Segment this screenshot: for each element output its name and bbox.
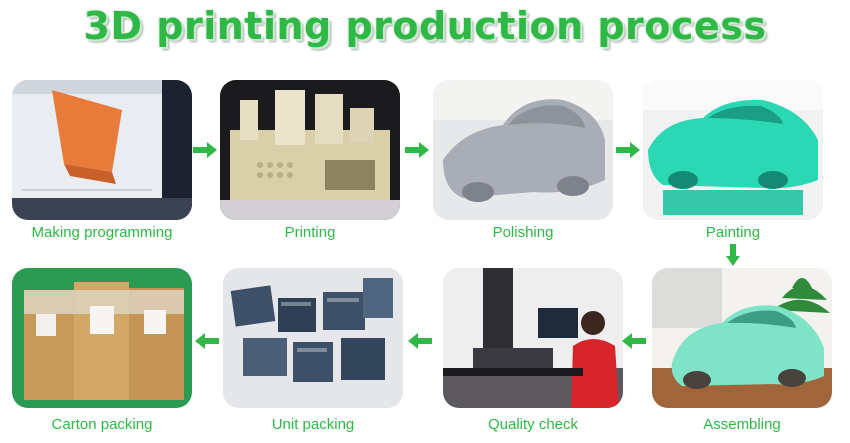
step-label: Unit packing (271, 416, 355, 433)
arrow-down-icon (726, 244, 740, 266)
step-quality-check: Quality check (443, 268, 623, 433)
step-label: Assembling (703, 416, 781, 433)
arrow-right-icon (193, 142, 217, 158)
unit-packing-photo (223, 268, 403, 408)
step-label: Making programming (31, 224, 173, 241)
arrow-left-icon (622, 333, 646, 349)
step-label: Carton packing (51, 416, 153, 433)
step-printing: Printing (220, 80, 400, 241)
step-assembling: Assembling (652, 268, 832, 433)
arrow-left-icon (408, 333, 432, 349)
step-painting: Painting (643, 80, 823, 241)
step-polishing: Polishing (433, 80, 613, 241)
step-label: Printing (284, 224, 336, 241)
step-making-programming: Making programming (12, 80, 192, 241)
arrow-left-icon (195, 333, 219, 349)
step-unit-packing: Unit packing (223, 268, 403, 433)
polishing-photo (433, 80, 613, 220)
printing-photo (220, 80, 400, 220)
page-title: 3D printing production process (83, 4, 767, 48)
painting-photo (643, 80, 823, 220)
arrow-right-icon (405, 142, 429, 158)
carton-packing-photo (12, 268, 192, 408)
step-label: Polishing (492, 224, 554, 241)
step-label: Quality check (487, 416, 579, 433)
quality-check-photo (443, 268, 623, 408)
arrow-right-icon (616, 142, 640, 158)
step-carton-packing: Carton packing (12, 268, 192, 433)
step-label: Painting (705, 224, 761, 241)
assembling-photo (652, 268, 832, 408)
making-programming-photo (12, 80, 192, 220)
